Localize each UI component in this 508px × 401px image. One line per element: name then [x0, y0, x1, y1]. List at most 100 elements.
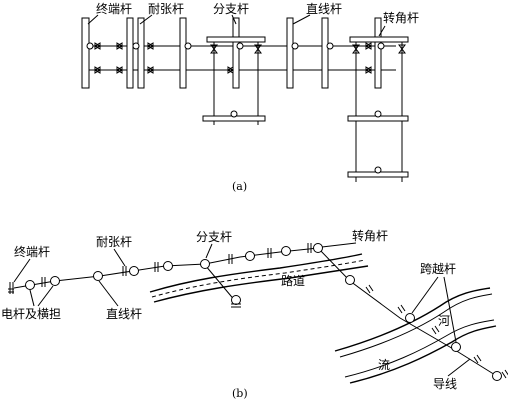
label-a-corner-pole: 转角杆 [383, 10, 419, 25]
leader-a-branch [231, 14, 237, 25]
pin-insulator [210, 44, 218, 54]
leader-b-corner [321, 242, 357, 248]
tension-pole-crossarm-right [137, 17, 145, 89]
strain-insulator [116, 66, 123, 74]
leader-a-terminal [87, 14, 99, 25]
pole-b-6 [200, 259, 210, 269]
label-b-branch-pole: 分支杆 [196, 230, 232, 244]
straight-pole-body-3 [326, 42, 334, 50]
tension-mark [122, 266, 127, 276]
label-b-conductor: 导线 [433, 377, 457, 391]
tension-mark [397, 304, 406, 314]
pole-b-branch [231, 295, 241, 305]
caption-a: (a) [232, 180, 247, 193]
label-a-terminal-pole: 终端杆 [96, 1, 132, 16]
pole-b-1 [25, 280, 35, 290]
tension-mark [431, 325, 440, 335]
road-upper-edge [149, 253, 363, 293]
leader-b-tension [113, 248, 126, 267]
straight-pole-crossarm-3 [321, 17, 329, 89]
tension-pole-crossarm-left [126, 17, 134, 89]
tension-mark [231, 303, 241, 308]
strain-insulators-a [94, 42, 372, 74]
strain-insulator [227, 66, 234, 74]
river-lower-edge [349, 325, 497, 384]
leader-b-crossarm-2 [37, 285, 54, 307]
branch-line-pole-body [230, 110, 238, 118]
leader-b-branch [205, 243, 213, 259]
label-b-crossing-pole: 跨越杆 [420, 262, 456, 276]
tension-mark [365, 284, 374, 294]
tension-mark [473, 354, 482, 364]
corner-pole-crossarm-h [349, 36, 409, 43]
straight-pole-crossarm-1 [179, 17, 187, 89]
leader-b-crossing-2 [443, 276, 457, 343]
pin-insulator [352, 44, 360, 54]
tension-mark [154, 262, 159, 272]
corner-line-pole-body-2 [374, 166, 382, 174]
pin-insulators-a [210, 44, 406, 54]
pole-b-9 [313, 243, 323, 253]
leader-a-corner [378, 25, 386, 37]
straight-pole-body-1 [184, 42, 192, 50]
tension-mark [267, 248, 272, 258]
caption-b: (b) [232, 387, 248, 400]
label-b-pole-and-crossarm: 电杆及横担 [1, 307, 61, 321]
tension-mark [41, 277, 46, 287]
tension-mark [228, 254, 233, 264]
diagram-b: 终端杆 耐张杆 分支杆 转角杆 路道 跨越杆 河 流 电杆及横担 直线杆 导线 … [1, 228, 508, 400]
road-lower-edge [153, 265, 369, 303]
pole-b-5 [163, 261, 173, 271]
label-b-corner-pole: 转角杆 [352, 228, 388, 243]
terminal-pole-crossarm [81, 17, 90, 89]
pin-insulator [398, 44, 406, 54]
road-center-dashed [151, 259, 366, 298]
leader-b-terminal [13, 258, 31, 283]
corner-pole-crossarm-v [374, 17, 382, 89]
pole-b-12 [451, 342, 461, 352]
tension-marks-b [8, 243, 508, 379]
branch-pole-crossarm-v [232, 17, 240, 89]
leader-b-crossing-1 [411, 276, 439, 314]
label-a-tension-pole: 耐张杆 [148, 2, 184, 16]
pole-b-10 [345, 275, 355, 285]
leader-b-crossarm-1 [29, 289, 35, 307]
strain-insulator [94, 42, 101, 50]
label-b-tension-pole: 耐张杆 [96, 235, 132, 249]
leader-b-conductor [447, 358, 471, 377]
branch-pole-body [236, 42, 244, 50]
strain-insulator [147, 66, 154, 74]
label-b-terminal-pole: 终端杆 [14, 244, 50, 259]
tension-mark [8, 288, 14, 293]
pin-insulator [254, 44, 262, 54]
pole-b-13 [492, 371, 502, 381]
pole-b-2 [50, 276, 60, 286]
label-b-road: 路道 [281, 273, 305, 288]
tension-pole-body [132, 42, 140, 50]
strain-insulator [147, 42, 154, 50]
straight-pole-crossarm-2 [286, 17, 294, 89]
diagram-a: 终端杆 耐张杆 分支杆 直线杆 转角杆 (a) [81, 1, 419, 193]
label-a-branch-pole: 分支杆 [213, 2, 249, 16]
strain-insulator [365, 66, 372, 74]
leader-a-straight [292, 14, 311, 25]
pole-b-4 [129, 266, 139, 276]
river-inner-lower [344, 319, 495, 378]
pole-b-8 [281, 246, 291, 256]
pole-b-11 [405, 313, 415, 323]
pole-b-3 [93, 271, 103, 281]
straight-pole-body-2 [291, 42, 299, 50]
label-a-straight-pole: 直线杆 [306, 2, 342, 16]
terminal-pole-body [86, 42, 94, 50]
strain-insulator [365, 42, 372, 50]
corner-pole-body [377, 42, 385, 50]
strain-insulator [116, 42, 123, 50]
river-inner-upper [339, 293, 493, 358]
leader-a-tension [139, 14, 153, 25]
branch-pole-crossarm-h [206, 36, 266, 43]
pole-b-7 [245, 251, 255, 261]
corner-line-pole-body-1 [374, 110, 382, 118]
tension-mark [307, 243, 312, 253]
label-b-river-1: 河 [438, 314, 450, 328]
